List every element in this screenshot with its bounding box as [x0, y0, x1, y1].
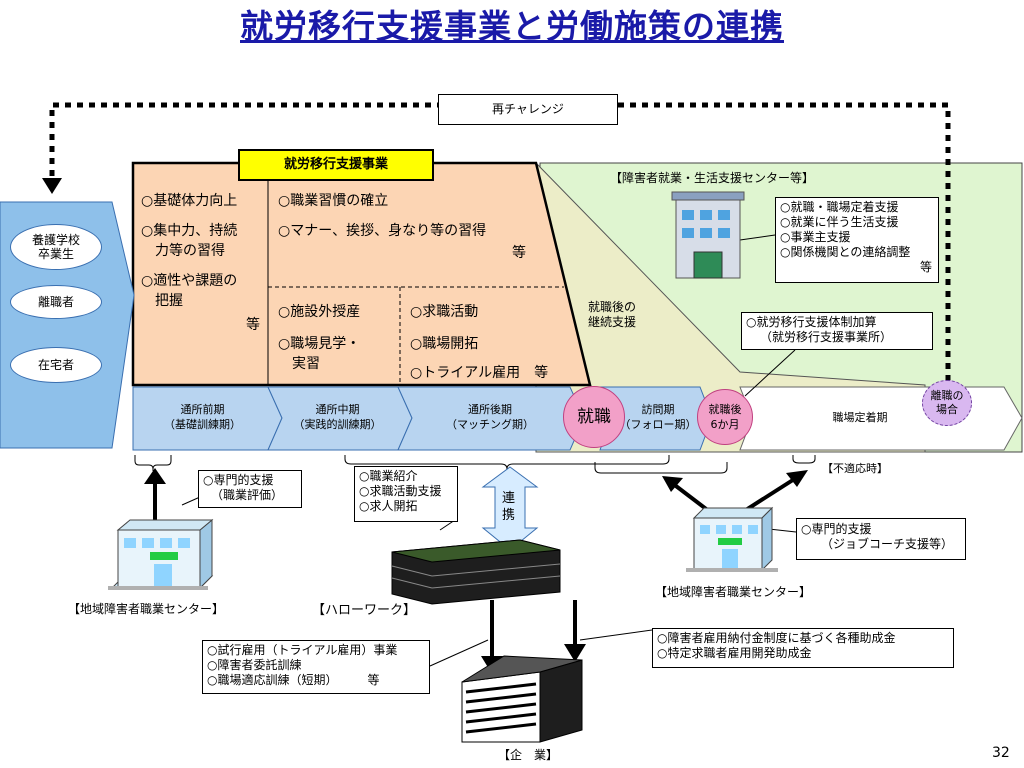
phase-late-label: 通所後期 （マッチング期）	[446, 403, 534, 431]
trial-item-1: ○試行雇用（トライアル雇用）事業	[207, 643, 398, 657]
late-item-1: ○求職活動	[410, 304, 479, 320]
regional-center-left-building	[108, 518, 214, 590]
page-title: 就労移行支援事業と労働施策の連携	[240, 7, 784, 46]
middle-item-1: ○施設外授産	[278, 304, 361, 320]
hellowork-item-1: ○職業紹介	[359, 469, 418, 483]
middle-top-item-2: ○マナー、挨拶、身なり等の習得	[278, 223, 487, 239]
early-item-5: 把握	[141, 293, 183, 309]
hellowork-item-2: ○求職活動支援	[359, 484, 442, 498]
support-center-building	[671, 191, 745, 279]
rechallenge-label: 再チャレンジ	[438, 94, 618, 125]
hellowork-building	[391, 539, 561, 605]
phase-3	[397, 386, 585, 451]
subsidy-item-2: ○特定求職者雇用開発助成金	[657, 646, 812, 660]
early-item-2: ○集中力、持続	[141, 223, 238, 239]
callout-left	[181, 496, 201, 506]
support-center-box: ○就職・職場定着支援 ○就業に伴う生活支援 ○事業主支援 ○関係機関との連絡調整…	[775, 197, 939, 283]
target-at-home: 在宅者	[10, 347, 102, 383]
rechallenge-arrowhead	[42, 178, 62, 194]
addition-item-1: ○就労移行支援体制加算	[746, 315, 877, 329]
company-label: 【企 業】	[498, 748, 559, 762]
addition-item-2: （就労移行支援事業所）	[760, 330, 893, 344]
bracket-followup	[594, 462, 728, 474]
arrow-right-up-2-head	[786, 470, 808, 487]
regional-left-item-2: （職業評価）	[211, 488, 284, 502]
callout-center	[739, 234, 776, 241]
center-item-1: ○就職・職場定着支援	[780, 200, 899, 214]
rechallenge-line-left	[49, 102, 438, 188]
regional-right-box: ○専門的支援 （ジョブコーチ支援等）	[796, 518, 966, 560]
late-item-3: ○トライアル雇用 等	[410, 365, 549, 381]
middle-top-item-1: ○職業習慣の確立	[278, 193, 389, 209]
early-item-3: 力等の習得	[141, 243, 225, 259]
center-item-3: ○事業主支援	[780, 230, 851, 244]
late-item-2: ○職場開拓	[410, 336, 479, 352]
early-item-1: ○基礎体力向上	[141, 193, 238, 209]
employment-circle: 就職	[563, 386, 625, 448]
arrow-right-up-1-head	[662, 476, 683, 492]
center-item-4: ○関係機関との連絡調整	[780, 245, 911, 259]
phase-early-label: 通所前期 （基礎訓練期）	[164, 403, 241, 431]
callout-subsidy	[579, 629, 653, 641]
target-job-leavers: 離職者	[10, 285, 102, 319]
regional-left-box: ○専門的支援 （職業評価）	[198, 470, 302, 508]
phase-visit-label: 訪問期 （フォロー期）	[619, 403, 697, 431]
callout-trial	[429, 639, 489, 667]
leaving-case-circle: 離職の 場合	[922, 380, 972, 426]
middle-item-3: 実習	[278, 356, 320, 372]
center-item-2: ○就業に伴う生活支援	[780, 215, 899, 229]
middle-top-item-etc: 等	[512, 245, 526, 261]
bracket-right	[792, 455, 816, 464]
early-item-etc: 等	[246, 317, 260, 333]
target-school-graduates: 養護学校 卒業生	[10, 224, 102, 270]
bracket-left	[134, 455, 172, 471]
subsidy-box: ○障害者雇用納付金制度に基づく各種助成金 ○特定求職者雇用開発助成金	[652, 628, 954, 668]
phase-middle-label: 通所中期 （実践的訓練期）	[293, 403, 382, 431]
trial-box: ○試行雇用（トライアル雇用）事業 ○障害者委託訓練 ○職場適応訓練（短期） 等	[202, 640, 430, 694]
phase-retention-label: 職場定着期	[832, 411, 888, 424]
regional-center-right-building	[686, 506, 778, 572]
trial-item-2: ○障害者委託訓練	[207, 658, 302, 672]
continued-support-label: 就職後の 継続支援	[588, 300, 637, 329]
addition-box: ○就労移行支援体制加算 （就労移行支援事業所）	[741, 312, 933, 350]
hellowork-item-3: ○求人開拓	[359, 499, 418, 513]
hellowork-box: ○職業紹介 ○求職活動支援 ○求人開拓	[354, 466, 458, 522]
trial-item-3: ○職場適応訓練（短期） 等	[207, 673, 380, 687]
middle-item-2: ○職場見学・	[278, 336, 361, 352]
arrow-hw-down-2-head	[564, 644, 586, 662]
callout-addition	[744, 349, 796, 397]
subsidy-item-1: ○障害者雇用納付金制度に基づく各種助成金	[657, 631, 896, 645]
regional-right-item-1: ○専門的支援	[801, 522, 872, 536]
page-number: 32	[992, 745, 1010, 761]
hellowork-label: 【ハローワーク】	[312, 603, 417, 618]
after-six-months-circle: 就職後 6か月	[697, 389, 753, 445]
program-label: 就労移行支援事業	[238, 149, 434, 181]
regional-left-item-1: ○専門的支援	[203, 473, 274, 487]
center-item-etc: 等	[919, 260, 932, 274]
maladjustment-label: 【不適応時】	[822, 462, 888, 475]
early-item-4: ○適性や課題の	[141, 273, 238, 289]
company-building	[461, 655, 583, 743]
regional-left-label: 【地域障害者職業センター】	[68, 602, 225, 616]
regional-right-label: 【地域障害者職業センター】	[655, 585, 812, 599]
support-center-title: 【障害者就業・生活支援センター等】	[610, 171, 815, 185]
arrow-left-up-head	[144, 468, 166, 484]
renkei-label: 連 携	[502, 491, 516, 523]
regional-right-item-2: （ジョブコーチ支援等）	[821, 537, 954, 551]
rechallenge-line-right	[618, 102, 951, 383]
